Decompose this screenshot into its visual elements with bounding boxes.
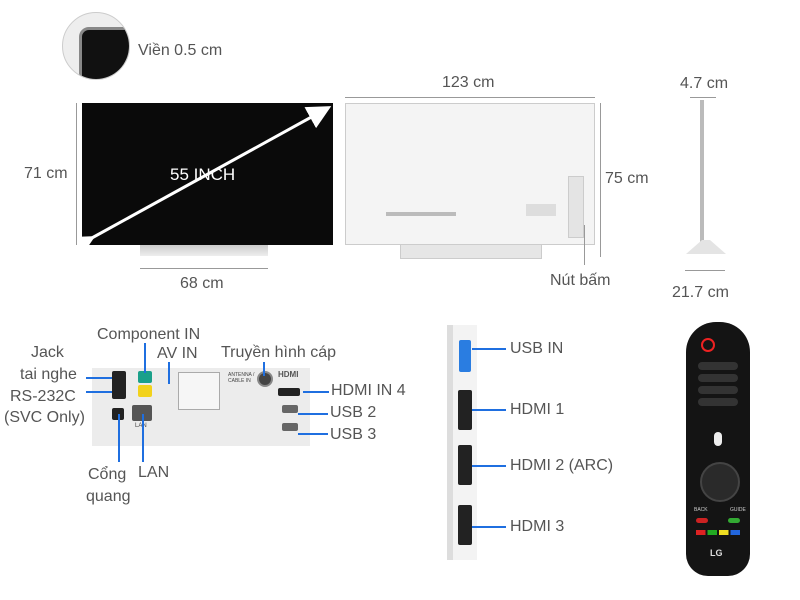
- back-width-line: [345, 97, 595, 98]
- headphone-label-1: Jack: [31, 344, 64, 361]
- hdmi3-label: HDMI 3: [510, 518, 565, 535]
- depth-stand-line: [685, 270, 725, 271]
- scroll-wheel: [700, 462, 740, 502]
- buttons-line: [584, 225, 585, 265]
- lan-port: [132, 405, 152, 421]
- hdmi4-label: HDMI IN 4: [331, 382, 406, 399]
- width-back-label: 123 cm: [442, 74, 495, 91]
- panel-hdmi-text: HDMI: [278, 370, 299, 379]
- usb-in-label: USB IN: [510, 340, 564, 357]
- power-icon: [701, 338, 715, 352]
- width-front-label: 68 cm: [180, 275, 224, 292]
- antenna-port: [257, 371, 273, 387]
- height-front-label: 71 cm: [24, 165, 68, 182]
- hdmi1-label: HDMI 1: [510, 401, 565, 418]
- component-port: [138, 371, 152, 383]
- av-port: [138, 385, 152, 397]
- tv-back-stand: [400, 244, 542, 259]
- lan-label: LAN: [138, 464, 170, 481]
- hdmi2-callout: [472, 465, 506, 467]
- component-label: Component IN: [97, 326, 201, 343]
- hdmi4-port: [278, 388, 300, 396]
- usb3-callout: [298, 433, 328, 435]
- usb2-port: [282, 405, 298, 413]
- usb3-port: [282, 423, 298, 431]
- back-button: BACK: [694, 507, 708, 513]
- hdmi4-callout: [303, 391, 329, 393]
- headphone-label-2: tai nghe: [20, 366, 77, 383]
- headphone-callout: [86, 377, 112, 379]
- diagonal-label: 55 INCH: [170, 165, 236, 184]
- height-line: [76, 103, 77, 245]
- av-callout: [168, 362, 170, 384]
- tv-side: [700, 100, 704, 245]
- mic-icon: [714, 432, 722, 446]
- usb3-label: USB 3: [330, 426, 377, 443]
- lg-logo: LG: [710, 548, 723, 558]
- panel-lan-text: LAN: [135, 423, 147, 429]
- usb2-label: USB 2: [330, 404, 377, 421]
- tv-front-stand: [140, 245, 268, 256]
- av-label: AV IN: [157, 345, 198, 362]
- width-line: [140, 268, 268, 269]
- rs232-label-1: RS-232C: [10, 388, 76, 405]
- hdmi1-callout: [472, 409, 506, 411]
- color-buttons: [696, 530, 740, 535]
- optical-label-1: Cổng: [88, 466, 127, 483]
- rs232-label-2: (SVC Only): [4, 409, 85, 426]
- rear-port-panel: LAN ANTENNA / CABLE IN HDMI: [92, 368, 310, 446]
- cable-label: Truyền hình cáp: [221, 344, 337, 361]
- hdmi3-callout: [472, 526, 506, 528]
- optical-callout: [118, 414, 120, 462]
- usb-in-port: [459, 340, 471, 372]
- depth-top-line: [690, 97, 716, 98]
- depth-stand-label: 21.7 cm: [672, 284, 729, 301]
- usb-in-callout: [472, 348, 506, 350]
- hdmi1-port: [458, 390, 472, 430]
- magic-remote: BACK GUIDE LG: [686, 322, 750, 576]
- headphone-jack: [112, 371, 126, 399]
- depth-top-label: 4.7 cm: [680, 75, 729, 92]
- height-back-label: 75 cm: [605, 170, 649, 187]
- hdmi2-port: [458, 445, 472, 485]
- panel-antenna-text: ANTENNA / CABLE IN: [228, 372, 255, 384]
- optical-label-2: quang: [86, 488, 131, 505]
- hdmi2-label: HDMI 2 (ARC): [510, 457, 614, 474]
- diagonal-arrow: [82, 106, 332, 245]
- buttons-label: Nút bấm: [550, 272, 611, 289]
- side-port-strip: [447, 325, 477, 560]
- bezel-inset: [62, 12, 130, 80]
- tv-back: [345, 103, 595, 245]
- tv-side-stand: [686, 240, 726, 254]
- cable-callout: [263, 362, 265, 376]
- back-height-line: [600, 103, 601, 257]
- guide-button: GUIDE: [730, 507, 746, 513]
- hdmi3-port: [458, 505, 472, 545]
- component-callout: [144, 343, 146, 373]
- bezel-label: Viền 0.5 cm: [138, 42, 223, 59]
- usb2-callout: [298, 413, 328, 415]
- rs232-callout: [86, 391, 112, 393]
- lan-callout: [142, 414, 144, 462]
